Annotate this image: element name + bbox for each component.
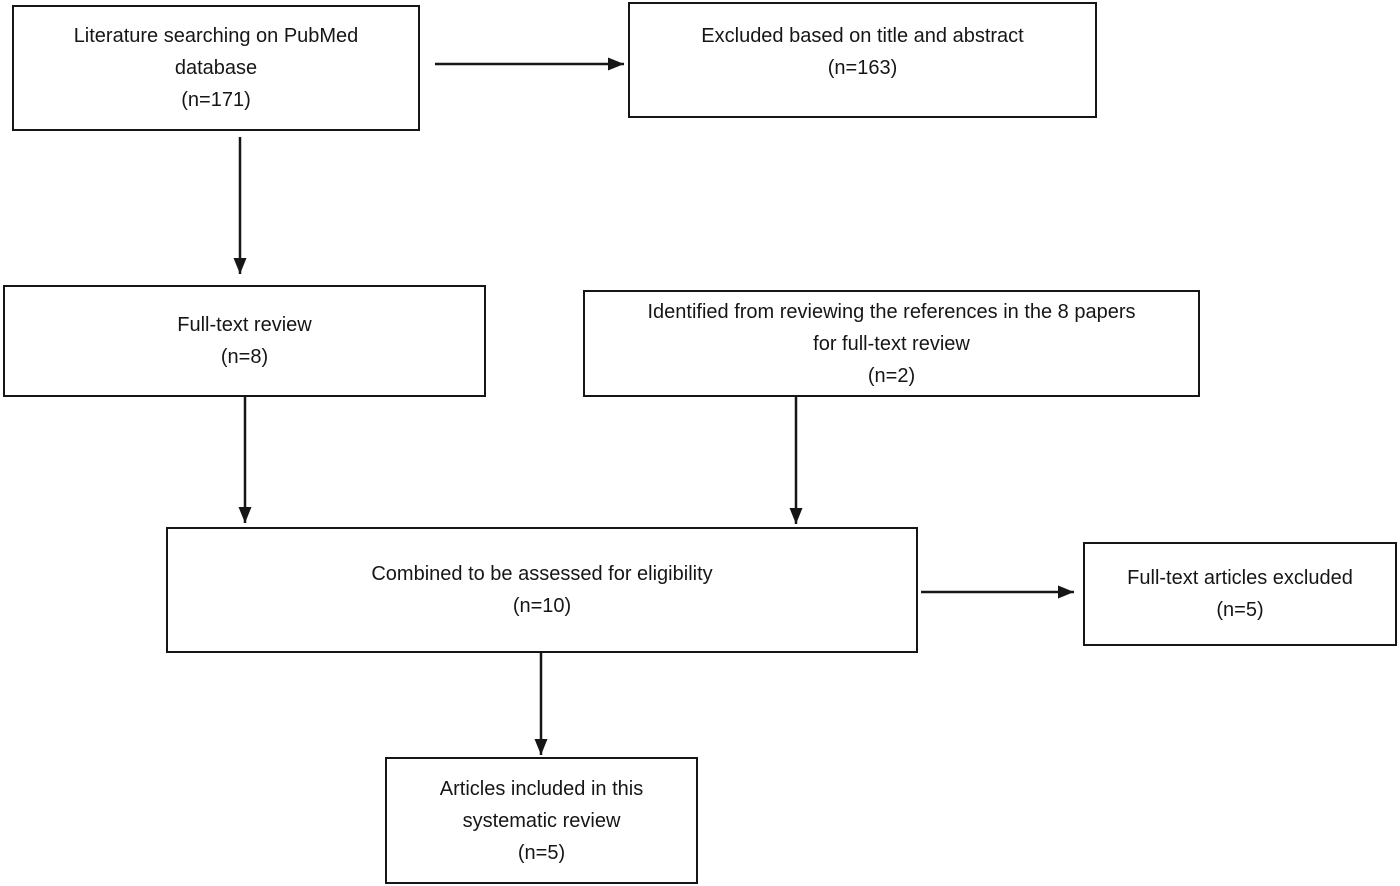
box-excluded-title-abstract-line-2: (n=163) xyxy=(827,57,898,79)
box-excluded-title-abstract-line-1: Excluded based on title and abstract xyxy=(701,25,1024,47)
box-combined-eligibility-line-1: Combined to be assessed for eligibility xyxy=(371,563,713,585)
box-combined-eligibility: Combined to be assessed for eligibility … xyxy=(166,527,918,653)
box-included-systematic-review: Articles included in this systematic rev… xyxy=(385,757,698,884)
box-full-text-excluded: Full-text articles excluded (n=5) xyxy=(1083,542,1397,646)
box-combined-eligibility-line-2: (n=10) xyxy=(512,595,572,617)
box-full-text-review: Full-text review (n=8) xyxy=(3,285,486,397)
box-full-text-excluded-line-1: Full-text articles excluded xyxy=(1127,567,1353,589)
box-references-identified-line-3: (n=2) xyxy=(867,364,916,387)
box-included-systematic-review-line-3: (n=5) xyxy=(517,841,566,864)
box-included-systematic-review-line-1: Articles included in this xyxy=(439,777,644,800)
box-excluded-title-abstract: Excluded based on title and abstract (n=… xyxy=(628,2,1097,118)
box-references-identified: Identified from reviewing the references… xyxy=(583,290,1200,397)
box-references-identified-line-1: Identified from reviewing the references… xyxy=(647,300,1136,323)
box-full-text-excluded-line-2: (n=5) xyxy=(1216,599,1264,621)
box-included-systematic-review-line-2: systematic review xyxy=(462,809,621,832)
box-pubmed-search-line-2: database xyxy=(174,57,258,79)
box-full-text-review-line-1: Full-text review xyxy=(177,314,312,336)
box-pubmed-search-line-3: (n=171) xyxy=(181,89,251,111)
box-pubmed-search: Literature searching on PubMed database … xyxy=(12,5,420,131)
box-references-identified-line-2: for full-text review xyxy=(813,332,970,355)
box-pubmed-search-line-1: Literature searching on PubMed xyxy=(73,25,359,47)
box-full-text-review-line-2: (n=8) xyxy=(220,346,269,368)
